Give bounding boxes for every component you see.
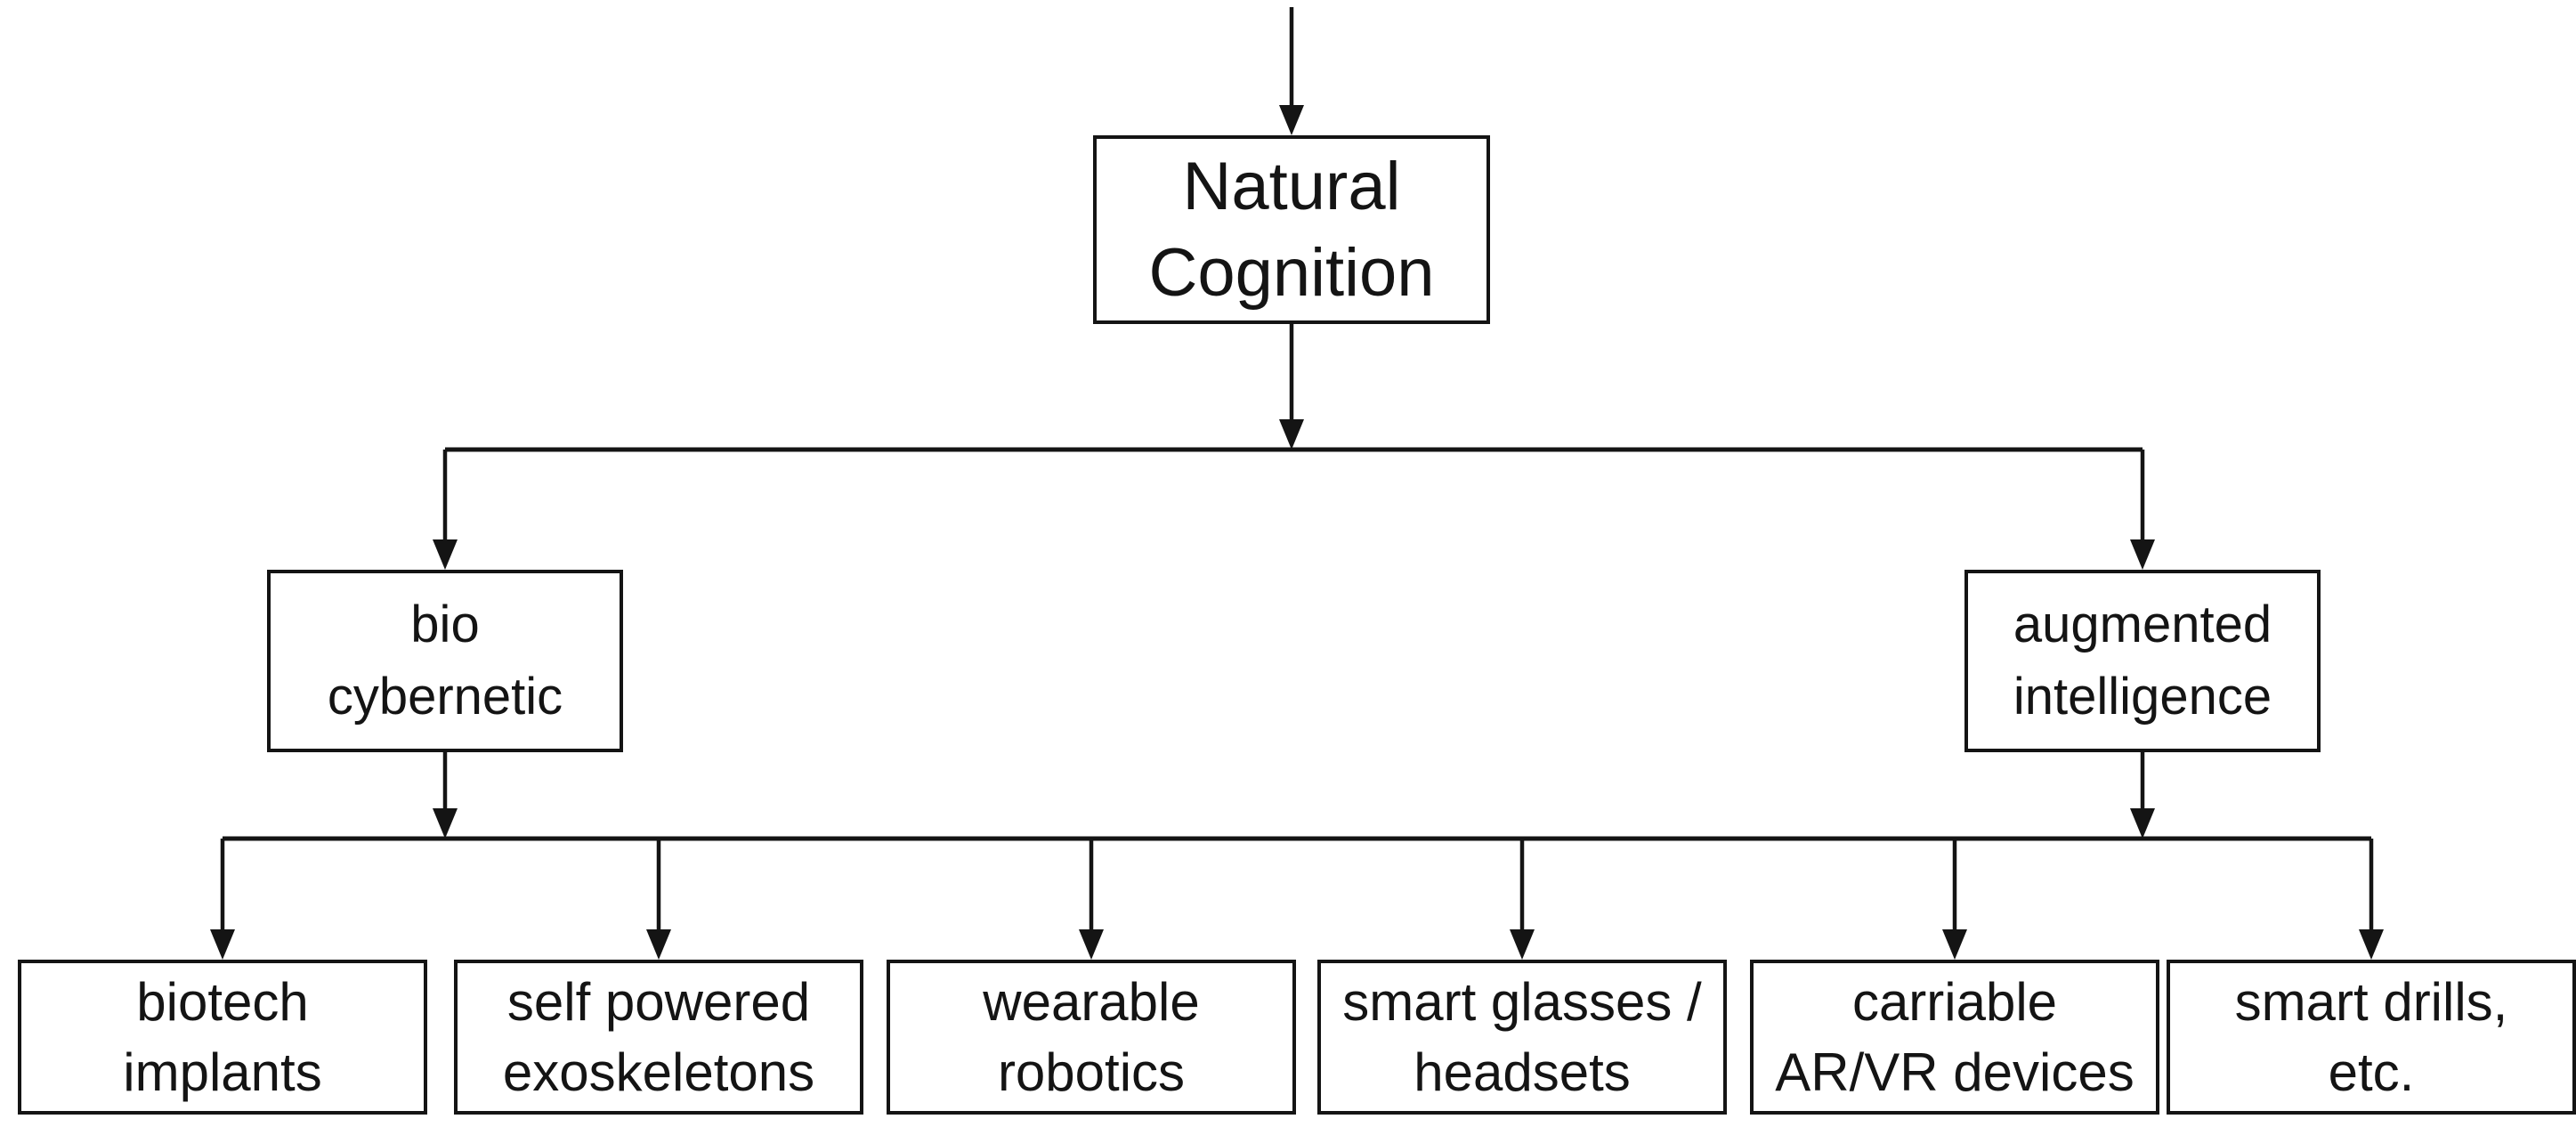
node-carriable-arvr-devices: carriable AR/VR devices <box>1750 960 2159 1115</box>
edge-aug-to-leaf-rail <box>2130 752 2155 839</box>
node-biotech-implants: biotech implants <box>18 960 427 1115</box>
node-bio-cybernetic-label: bio cybernetic <box>327 596 563 726</box>
edge-split-to-bio-cybernetic <box>433 450 458 570</box>
edge-rail-to-self-powered-exoskeletons <box>646 839 671 960</box>
edge-leaf2-arrowhead <box>1079 929 1104 960</box>
node-wearable-robotics-label: wearable robotics <box>983 971 1200 1102</box>
edge-rail-to-carriable-arvr-devices <box>1942 839 1967 960</box>
node-natural-cognition-label: Natural Cognition <box>1148 148 1435 311</box>
node-smart-glasses-headsets-label: smart glasses / headsets <box>1342 971 1702 1102</box>
node-smart-drills-etc: smart drills, etc. <box>2167 960 2576 1115</box>
node-self-powered-exoskeletons: self powered exoskeletons <box>454 960 863 1115</box>
edge-rail-to-biotech-implants <box>210 839 235 960</box>
edge-aug-out-arrowhead <box>2130 808 2155 839</box>
edge-leaf3-arrowhead <box>1510 929 1535 960</box>
node-bio-cybernetic: bio cybernetic <box>267 570 623 752</box>
node-natural-cognition: Natural Cognition <box>1093 135 1490 324</box>
edge-rail-to-smart-drills-etc <box>2359 839 2384 960</box>
edge-rail-to-smart-glasses-headsets <box>1510 839 1535 960</box>
node-augmented-intelligence-label: augmented intelligence <box>2013 596 2272 726</box>
node-self-powered-exoskeletons-label: self powered exoskeletons <box>502 971 815 1102</box>
edge-root-arrowhead <box>1279 419 1304 450</box>
edge-rail-to-wearable-robotics <box>1079 839 1104 960</box>
node-smart-glasses-headsets: smart glasses / headsets <box>1317 960 1727 1115</box>
edge-entry-to-root <box>1279 7 1304 135</box>
node-carriable-arvr-devices-label: carriable AR/VR devices <box>1775 971 2135 1102</box>
edge-leaf1-arrowhead <box>646 929 671 960</box>
edge-leaf4-arrowhead <box>1942 929 1967 960</box>
node-smart-drills-etc-label: smart drills, etc. <box>2234 971 2508 1102</box>
edge-bio-in-arrowhead <box>433 539 458 570</box>
edge-leaf5-arrowhead <box>2359 929 2384 960</box>
node-augmented-intelligence: augmented intelligence <box>1964 570 2321 752</box>
edge-bio-out-arrowhead <box>433 808 458 839</box>
node-biotech-implants-label: biotech implants <box>123 971 322 1102</box>
edge-aug-in-arrowhead <box>2130 539 2155 570</box>
edge-bio-to-leaf-rail <box>433 752 458 839</box>
edge-split-to-augmented-intelligence <box>2130 450 2155 570</box>
edge-leaf0-arrowhead <box>210 929 235 960</box>
edge-entry-arrowhead <box>1279 105 1304 135</box>
node-wearable-robotics: wearable robotics <box>887 960 1296 1115</box>
edge-root-to-split <box>1279 324 1304 450</box>
